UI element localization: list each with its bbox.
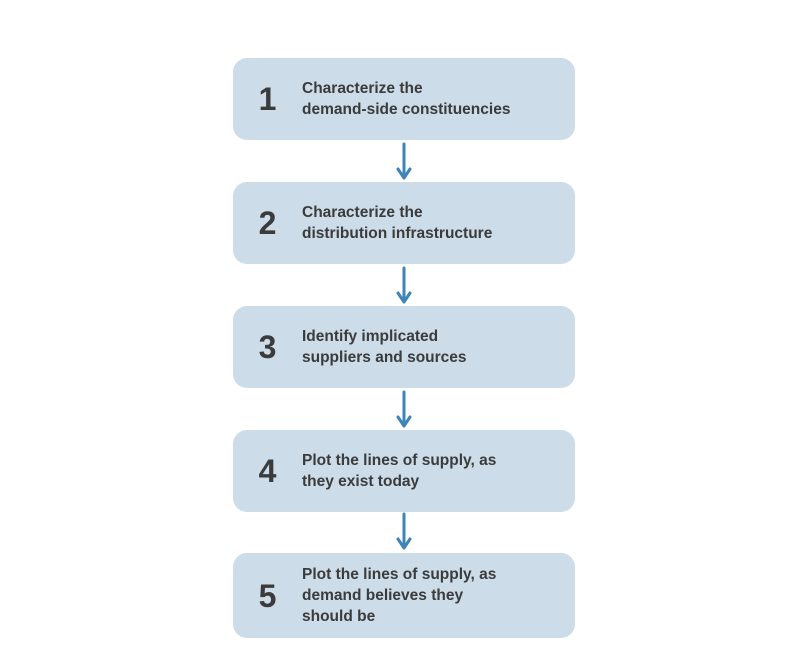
step-label: Characterize the demand-side constituenc… [302,80,511,118]
down-arrow-icon [396,266,412,304]
step-box-5: 5 Plot the lines of supply, as demand be… [233,553,575,638]
step-number: 4 [258,453,277,489]
step-label: Plot the lines of supply, as they exist … [302,452,497,490]
step-number: 2 [258,205,277,241]
step-box-3: 3 Identify implicated suppliers and sour… [233,306,575,388]
down-arrow-icon [396,142,412,180]
step-number: 3 [258,329,277,365]
step-box-1: 1 Characterize the demand-side constitue… [233,58,575,140]
step-box-4: 4 Plot the lines of supply, as they exis… [233,430,575,512]
step-box-2: 2 Characterize the distribution infrastr… [233,182,575,264]
step-label: Plot the lines of supply, as demand beli… [302,566,497,625]
step-number: 5 [258,577,277,614]
step-number: 1 [258,81,277,117]
step-label: Characterize the distribution infrastruc… [302,204,493,242]
down-arrow-icon [396,390,412,428]
step-label: Identify implicated suppliers and source… [302,328,467,366]
down-arrow-icon [396,512,412,550]
